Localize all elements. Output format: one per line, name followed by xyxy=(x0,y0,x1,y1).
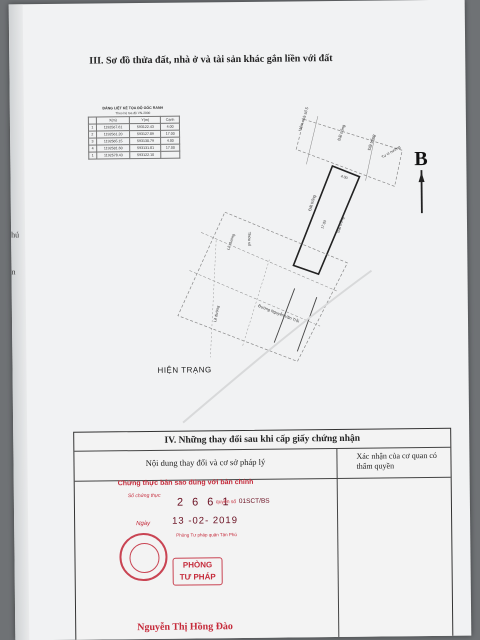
justice-office-stamp: PHÒNG TƯ PHÁP xyxy=(172,557,223,586)
road-edge-line xyxy=(200,232,337,292)
neighbor-label: Đất trống xyxy=(336,124,346,141)
date-label: Ngày xyxy=(136,520,151,528)
changes-left-column xyxy=(74,447,340,640)
office-text: Phòng Tư pháp quận Tân Phú xyxy=(176,532,237,538)
road-area-top xyxy=(295,118,403,187)
neighbor-label: Đất trống xyxy=(335,216,345,233)
stamp-line: TƯ PHÁP xyxy=(179,572,216,582)
road-side-label: Lề đường xyxy=(226,233,235,250)
official-seal-icon xyxy=(119,532,168,582)
road-edge-line xyxy=(210,240,217,358)
certify-number-label: Số chứng thực xyxy=(127,492,161,500)
north-arrow-head xyxy=(418,172,425,183)
document-page: hú n III. Sơ đồ thửa đất, nhà ở và tài s… xyxy=(8,0,472,640)
signer-name: Nguyễn Thị Hồng Đào xyxy=(137,621,233,634)
road-edge-line xyxy=(306,116,319,165)
road-edge-line xyxy=(365,135,376,181)
date-value: 13 -02- 2019 xyxy=(172,515,239,527)
certify-stamp-text: Chứng thực bản sao đúng với bản chính xyxy=(117,478,254,488)
certify-book-label: quyển số xyxy=(215,499,237,506)
land-plot-diagram: Hẻm nhà số 5 Đất trống Đất trống Đất trố… xyxy=(177,106,425,579)
paper-crease xyxy=(182,269,373,424)
road-side-label: Tư vì nường xyxy=(381,145,401,159)
lot-label: Thửa số xyxy=(247,232,251,247)
road-bottom-label: Đường Nguyễn Văn Trỗi xyxy=(257,303,299,324)
neighbor-label: Đất trống xyxy=(307,194,317,211)
certify-book-code: 01SCT/BS xyxy=(238,497,270,506)
changes-box: IV. Những thay đổi sau khi cấp giấy chứn… xyxy=(73,427,454,640)
dimension-side: 17.00 xyxy=(320,220,327,230)
road-side-label: Lề đường xyxy=(213,305,220,322)
neighbor-label: Đất trống xyxy=(366,134,376,151)
road-edge-line xyxy=(242,259,270,348)
road-edge-line xyxy=(189,270,321,327)
current-state-label: HIỆN TRẠNG xyxy=(157,365,212,375)
dimension-top: 4.00 xyxy=(340,174,348,180)
stamp-line: PHÒNG xyxy=(182,560,213,570)
road-edge-line xyxy=(296,297,318,352)
road-edge-line xyxy=(273,288,296,343)
right-column-header: Xác nhận của cơ quan có thẩm quyền xyxy=(356,450,437,471)
current-state-area xyxy=(177,211,348,362)
lot-boundary xyxy=(292,164,361,276)
road-top-label: Hẻm nhà số 5 xyxy=(297,106,309,132)
